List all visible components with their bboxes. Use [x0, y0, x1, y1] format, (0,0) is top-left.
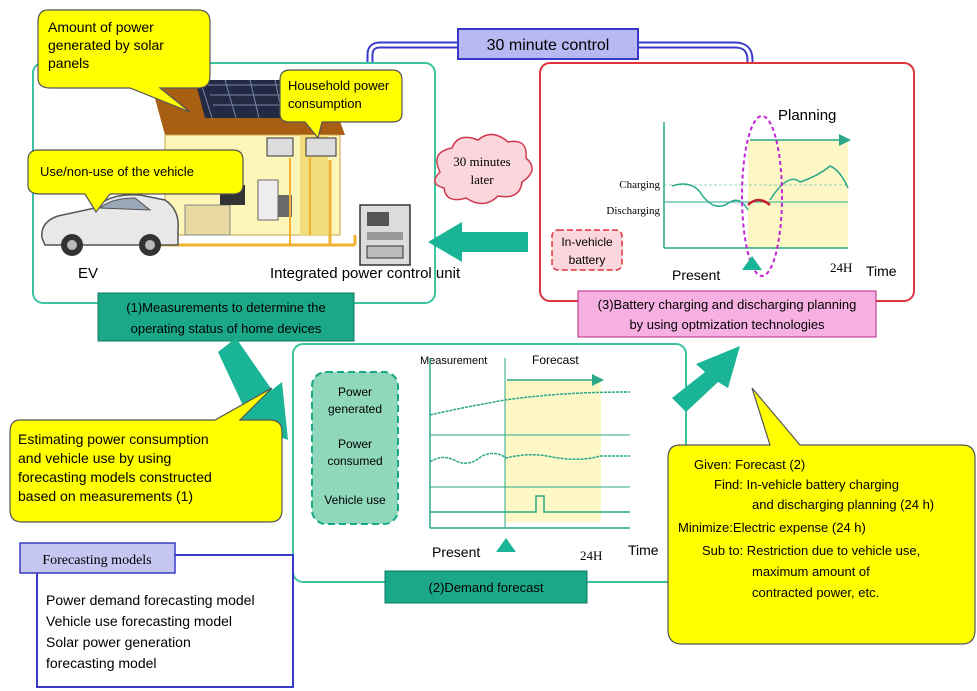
optimization-line: contracted power, etc.: [752, 585, 879, 600]
control-unit-icon: [359, 204, 411, 266]
ev-label: EV: [78, 265, 98, 282]
estimate-callout-line: based on measurements (1): [18, 488, 193, 504]
forecast-panel: Measurement Forecast Power generated Pow…: [292, 343, 687, 604]
planning-title: Planning: [778, 107, 836, 124]
measurement-label: Measurement: [420, 355, 487, 367]
cloud-line: later: [470, 172, 494, 187]
optimization-line: Sub to: Restriction due to vehicle use,: [702, 543, 920, 558]
plan-to-home-arrow: [428, 222, 528, 262]
battery-label-line: battery: [569, 253, 606, 267]
forecast-item-line: Power: [338, 437, 372, 451]
callout-solar: Amount of power generated by solar panel…: [37, 9, 211, 113]
model-line: forecasting model: [46, 655, 157, 671]
discharging-label: Discharging: [606, 205, 660, 217]
forecast-time-label: Time: [628, 542, 659, 558]
models-title: Forecasting models: [42, 553, 151, 568]
measurement-caption-line: (1)Measurements to determine the: [126, 300, 325, 315]
optimization-line: and discharging planning (24 h): [752, 497, 934, 512]
estimate-callout-line: and vehicle use by using: [18, 450, 171, 466]
callout-household-line: Household power: [288, 78, 390, 93]
callout-household-line: consumption: [288, 96, 362, 111]
demand-caption-text: (2)Demand forecast: [429, 580, 544, 595]
planning-caption-line: (3)Battery charging and discharging plan…: [598, 297, 857, 312]
cloud-line: 30 minutes: [453, 154, 510, 169]
planning-present-label: Present: [672, 267, 720, 283]
planning-panel: Planning Charging Discharging In-vehicle…: [539, 62, 915, 338]
estimate-callout: Estimating power consumption and vehicle…: [9, 387, 283, 523]
optimization-callout: Given: Forecast (2) Find: In-vehicle bat…: [667, 387, 976, 645]
forecast-to-plan-arrow: [672, 346, 740, 412]
demand-caption: (2)Demand forecast: [384, 570, 588, 604]
forecast-item-line: consumed: [327, 454, 382, 468]
forecast-items-box: Power generated Power consumed Vehicle u…: [311, 371, 399, 525]
estimate-callout-line: Estimating power consumption: [18, 431, 209, 447]
measurement-caption: (1)Measurements to determine the operati…: [97, 292, 355, 342]
model-line: Solar power generation: [46, 634, 191, 650]
callout-household: Household power consumption: [279, 69, 403, 140]
forecasting-models-box: Forecasting models Power demand forecast…: [19, 542, 294, 688]
planning-time-label: Time: [866, 263, 897, 279]
callout-solar-line: panels: [48, 55, 89, 71]
in-vehicle-battery: In-vehicle battery: [551, 229, 623, 271]
optimization-line: Find: In-vehicle battery charging: [714, 477, 899, 492]
forecast-present-label: Present: [432, 544, 480, 560]
optimization-line: maximum amount of: [752, 564, 870, 579]
cloud-30min-later: 30 minutes later: [434, 133, 533, 205]
forecast-24h-label: 24H: [580, 548, 602, 563]
forecast-label: Forecast: [532, 353, 579, 367]
model-line: Power demand forecasting model: [46, 592, 255, 608]
planning-24h-label: 24H: [830, 260, 852, 275]
model-line: Vehicle use forecasting model: [46, 613, 232, 629]
control-label-box: 30 minute control: [457, 28, 639, 60]
control-unit-label: Integrated power control unit: [270, 265, 461, 282]
home-to-forecast-arrow: [218, 338, 288, 440]
planning-caption-line: by using optmization technologies: [629, 317, 825, 332]
battery-label-line: In-vehicle: [561, 235, 613, 249]
optimization-line: Minimize:Electric expense (24 h): [678, 520, 866, 535]
home-panel: EV Integrated power control unit Amount …: [27, 9, 461, 342]
callout-vehicle-text: Use/non-use of the vehicle: [40, 164, 194, 179]
estimate-callout-line: forecasting models constructed: [18, 469, 212, 485]
optimization-line: Given: Forecast (2): [694, 457, 805, 472]
measurement-caption-line: operating status of home devices: [131, 321, 322, 336]
charging-label: Charging: [619, 179, 660, 191]
callout-vehicle: Use/non-use of the vehicle: [27, 149, 244, 214]
planning-caption: (3)Battery charging and discharging plan…: [577, 290, 877, 338]
callout-solar-line: Amount of power: [48, 19, 154, 35]
forecast-item-line: Vehicle use: [324, 493, 386, 507]
ev-car-icon: [41, 194, 179, 256]
control-label: 30 minute control: [487, 37, 610, 54]
callout-solar-line: generated by solar: [48, 37, 164, 53]
forecast-item-line: Power: [338, 385, 372, 399]
forecast-item-line: generated: [328, 402, 382, 416]
